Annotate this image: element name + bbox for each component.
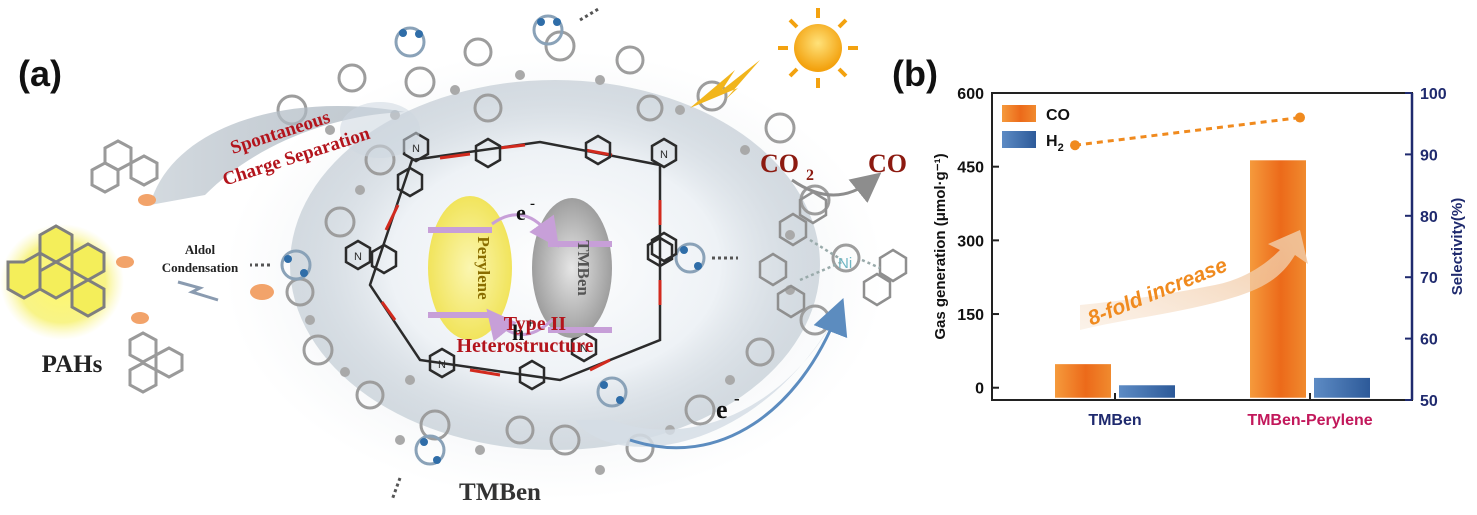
ni-complex <box>758 190 908 319</box>
co2-reduction-arrow <box>791 172 882 203</box>
aldol-line2: Condensation <box>162 260 239 275</box>
n-atom: N <box>660 149 668 161</box>
right-tick-label: 100 <box>1420 86 1447 103</box>
category-labels: TMBen TMBen-Perylene <box>1088 412 1372 429</box>
panel-b-label: (b) <box>892 53 938 94</box>
legend-h2-sub: 2 <box>1058 142 1064 154</box>
electron-transfer-sup: - <box>734 389 740 408</box>
legend-label-h2: H2 <box>1046 133 1064 154</box>
y-axis-label-left: Gas generation (μmol·g⁻¹) <box>932 153 949 339</box>
hole-transfer-arrow <box>486 308 554 342</box>
panel-a-label: (a) <box>18 53 62 94</box>
panel-a: (a) <box>0 6 908 506</box>
selectivity-point-1 <box>1295 112 1305 123</box>
electron-label-group: e - <box>516 196 535 225</box>
electron-transfer-arrow <box>491 213 559 248</box>
aldol-line1: Aldol <box>185 242 216 257</box>
charge-separation-swoosh <box>150 105 405 205</box>
co2-label: CO <box>760 149 799 178</box>
legend-label-co: CO <box>1046 107 1070 124</box>
type2-line2: Heterostructure <box>457 335 594 357</box>
ni-label: Ni <box>838 255 852 272</box>
tmben-inner-label: TMBen <box>574 240 593 296</box>
y-axis-label-right: Selectivity(%) <box>1449 198 1466 296</box>
hole-sup: + <box>526 316 535 332</box>
perylene-ellipse <box>428 196 512 340</box>
selectivity-point-0 <box>1070 140 1080 151</box>
bar-co-0 <box>1055 364 1111 398</box>
bar-h2-1 <box>1314 377 1370 398</box>
right-axis: 50 60 70 80 90 100 <box>1405 86 1447 410</box>
pahs-label: PAHs <box>42 351 103 378</box>
hole-label: h <box>512 320 524 345</box>
aldol-bolt <box>177 280 219 302</box>
perylene-label: Perylene <box>474 236 493 300</box>
electron-label: e <box>516 200 526 225</box>
co2-sub: 2 <box>806 167 814 184</box>
n-atom: N <box>354 251 362 263</box>
selectivity-series <box>1070 112 1305 151</box>
n-atom: N <box>412 143 420 155</box>
electron-sup: - <box>530 196 535 212</box>
bar-chart: 0 150 300 450 600 50 60 70 80 90 100 TMBen TMBen-P… <box>932 86 1466 429</box>
co2-label-group: CO 2 <box>760 149 814 184</box>
electron-arrow <box>629 298 848 450</box>
lightning-icon <box>690 60 760 108</box>
electron-transfer-group: e - <box>716 389 740 424</box>
n-atom: N <box>580 343 588 355</box>
left-axis: 0 150 300 450 600 <box>957 86 999 398</box>
n-atom: N <box>438 359 446 371</box>
left-tick-label: 600 <box>957 86 984 103</box>
sun-icon <box>778 8 858 88</box>
left-tick-label: 300 <box>957 233 984 250</box>
swoosh-bubble <box>340 102 420 158</box>
increase-arrow <box>1080 230 1308 330</box>
cof-ring: N N N N N <box>344 131 678 391</box>
left-tick-label: 150 <box>957 307 984 324</box>
left-tick-label: 450 <box>957 160 984 177</box>
right-tick-label: 90 <box>1420 147 1438 164</box>
category-label-0: TMBen <box>1088 412 1141 429</box>
triazine-corners <box>250 6 738 501</box>
legend-h2-main: H <box>1046 133 1058 150</box>
electron-transfer-label: e <box>716 395 728 424</box>
hole-label-group: h + <box>512 316 535 345</box>
selectivity-line <box>1074 116 1301 147</box>
legend-swatch-co <box>1002 105 1036 122</box>
tmben-bottom-label: TMBen <box>459 479 541 506</box>
right-tick-label: 60 <box>1420 332 1438 349</box>
left-tick-label: 0 <box>975 381 984 398</box>
right-tick-label: 50 <box>1420 393 1438 410</box>
pah-molecules <box>6 139 184 394</box>
legend: CO H2 <box>1002 105 1070 154</box>
right-tick-label: 80 <box>1420 209 1438 226</box>
pah-reactive-sites <box>116 194 274 324</box>
category-label-1: TMBen-Perylene <box>1247 412 1372 429</box>
right-tick-label: 70 <box>1420 270 1438 287</box>
type2-line1: Type II <box>504 313 567 335</box>
electron-swoosh <box>575 305 842 447</box>
co-product-label: CO <box>868 149 907 178</box>
legend-swatch-h2 <box>1002 131 1036 148</box>
bar-h2-0 <box>1119 385 1175 398</box>
